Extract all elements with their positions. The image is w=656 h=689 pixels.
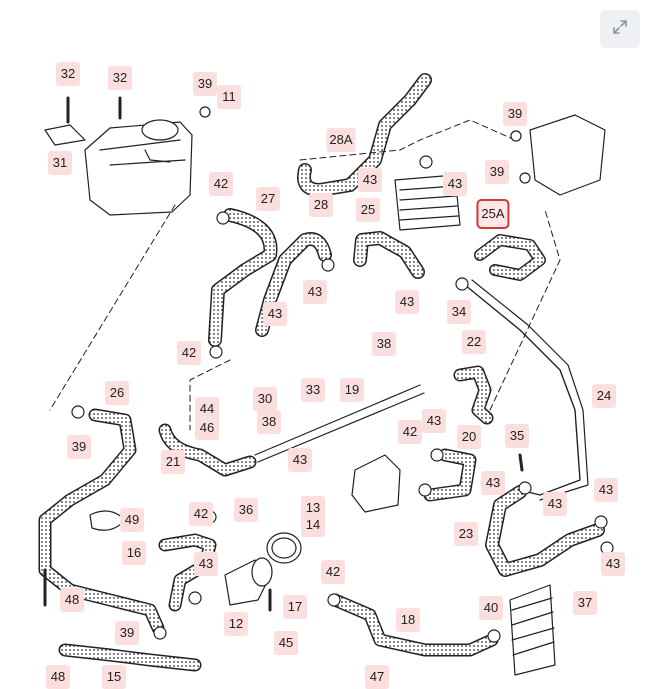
callout-label: 34 [447, 300, 471, 324]
callout-label: 38 [257, 410, 281, 434]
callout-label: 39 [115, 621, 139, 645]
callout-label: 37 [573, 591, 597, 615]
callout-label: 39 [485, 160, 509, 184]
callout-label: 46 [195, 416, 219, 440]
callout-label: 45 [274, 631, 298, 655]
callout-label: 35 [505, 424, 529, 448]
callout-label: 25 [356, 198, 380, 222]
callout-label: 11 [217, 85, 241, 109]
callout-label: 17 [283, 595, 307, 619]
callout-label: 32 [108, 66, 132, 90]
callout-label: 43 [422, 409, 446, 433]
callout-label: 43 [194, 552, 218, 576]
callout-label: 20 [457, 425, 481, 449]
callout-label: 14 [301, 513, 325, 537]
callout-label: 43 [443, 172, 467, 196]
callout-label: 47 [365, 665, 389, 689]
callout-label: 42 [189, 502, 213, 526]
callout-label: 42 [209, 172, 233, 196]
callout-label: 43 [303, 280, 327, 304]
callout-label: 24 [592, 384, 616, 408]
pipe-24 [464, 284, 581, 496]
coolant-flange [529, 114, 606, 196]
callout-label: 43 [358, 168, 382, 192]
callout-label: 18 [396, 608, 420, 632]
callout-label: 30 [253, 387, 277, 411]
callout-label: 16 [122, 541, 146, 565]
callout-label: 19 [340, 378, 364, 402]
callout-label: 43 [601, 552, 625, 576]
callout-label: 48 [60, 588, 84, 612]
callout-label: 33 [301, 378, 325, 402]
callout-label: 48 [46, 665, 70, 689]
callout-label: 15 [102, 665, 126, 689]
callout-label: 40 [479, 596, 503, 620]
callout-label: 25A [476, 199, 510, 229]
callout-label: 39 [193, 72, 217, 96]
callout-label: 28A [326, 128, 356, 152]
callout-label: 38 [372, 332, 396, 356]
callout-label: 43 [263, 302, 287, 326]
callout-label: 31 [48, 151, 72, 175]
expand-button[interactable] [600, 10, 640, 48]
expansion-tank [84, 121, 193, 216]
callout-label: 39 [503, 102, 527, 126]
expand-icon [612, 19, 628, 40]
filter-housing [351, 454, 401, 513]
callout-label: 43 [594, 478, 618, 502]
callout-label: 39 [67, 435, 91, 459]
callout-label: 23 [454, 522, 478, 546]
callout-label: 49 [120, 508, 144, 532]
callout-label: 27 [256, 187, 280, 211]
callout-label: 43 [481, 471, 505, 495]
callout-label: 28 [309, 193, 333, 217]
callout-label: 36 [234, 498, 258, 522]
callout-label: 22 [462, 330, 486, 354]
tank-cap [141, 119, 179, 141]
pipe-19 [254, 384, 425, 463]
callout-label: 43 [288, 448, 312, 472]
callout-label: 43 [543, 492, 567, 516]
callout-label: 12 [224, 612, 248, 636]
callout-label: 26 [105, 381, 129, 405]
callout-label: 42 [177, 341, 201, 365]
callout-label: 32 [56, 62, 80, 86]
callout-label: 42 [398, 420, 422, 444]
callout-label: 21 [161, 450, 185, 474]
callout-label: 43 [395, 290, 419, 314]
callout-label: 42 [321, 560, 345, 584]
